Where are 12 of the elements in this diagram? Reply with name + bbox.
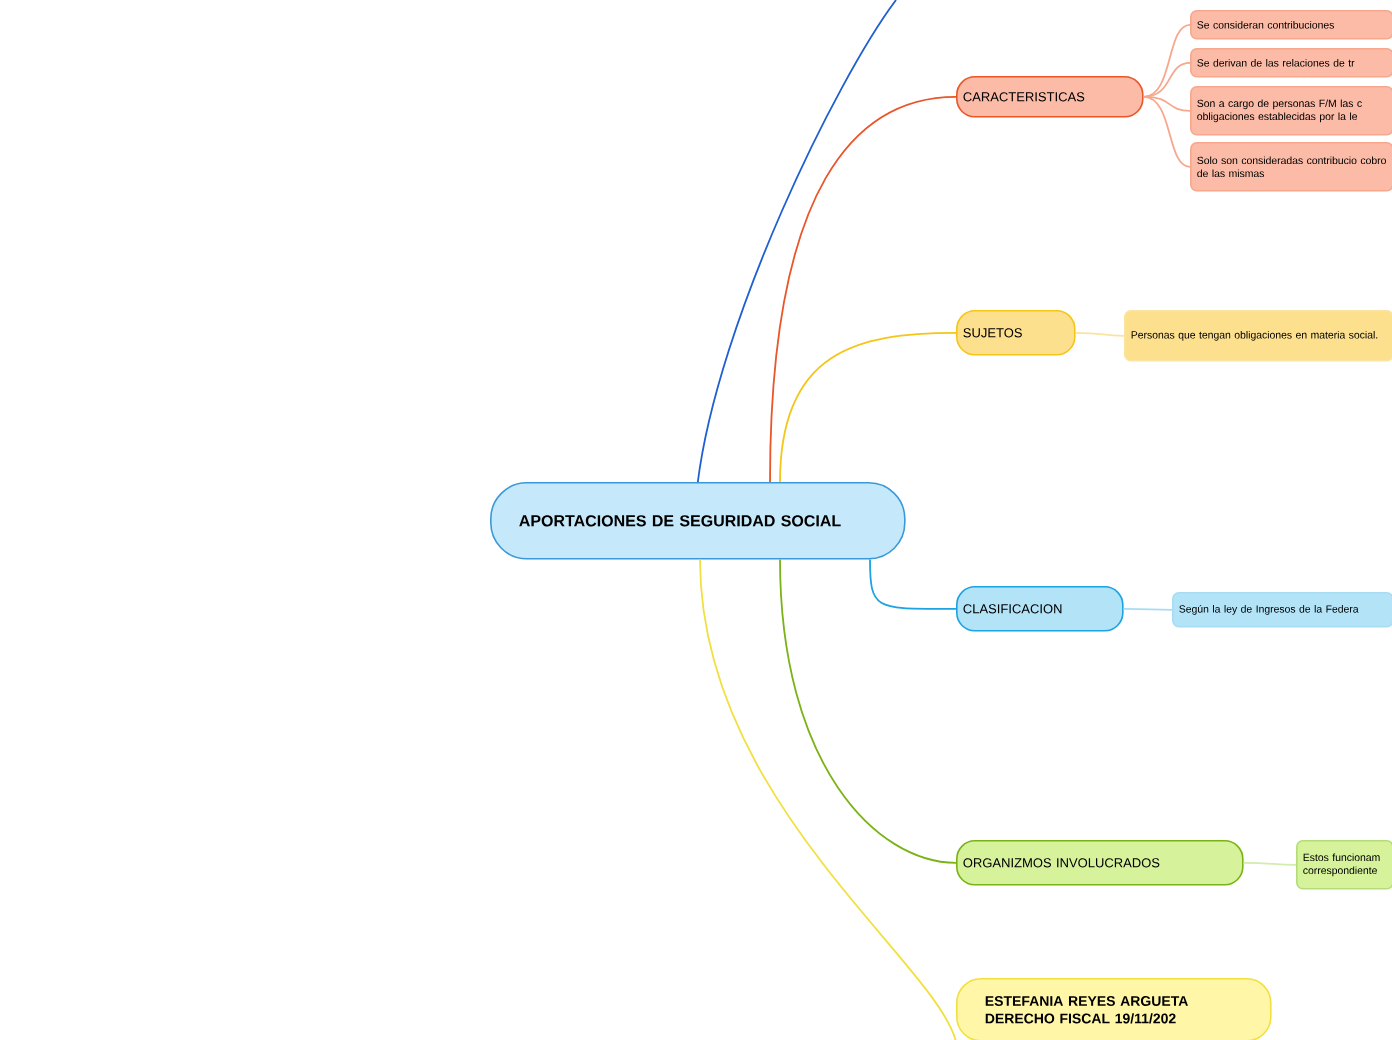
connector-line	[779, 558, 957, 864]
connector-line	[1122, 607, 1173, 611]
connector-line	[699, 558, 957, 1040]
connector-line	[1142, 23, 1191, 98]
connector-line	[1242, 861, 1297, 866]
connector-line	[696, 0, 897, 483]
connector-line	[769, 95, 957, 483]
central-topic: APORTACIONES DE SEGURIDAD SOCIAL	[490, 482, 906, 560]
connector-line	[1142, 95, 1191, 168]
connector-line	[869, 558, 957, 610]
connector-line	[1074, 331, 1125, 337]
connector-line	[779, 331, 957, 483]
